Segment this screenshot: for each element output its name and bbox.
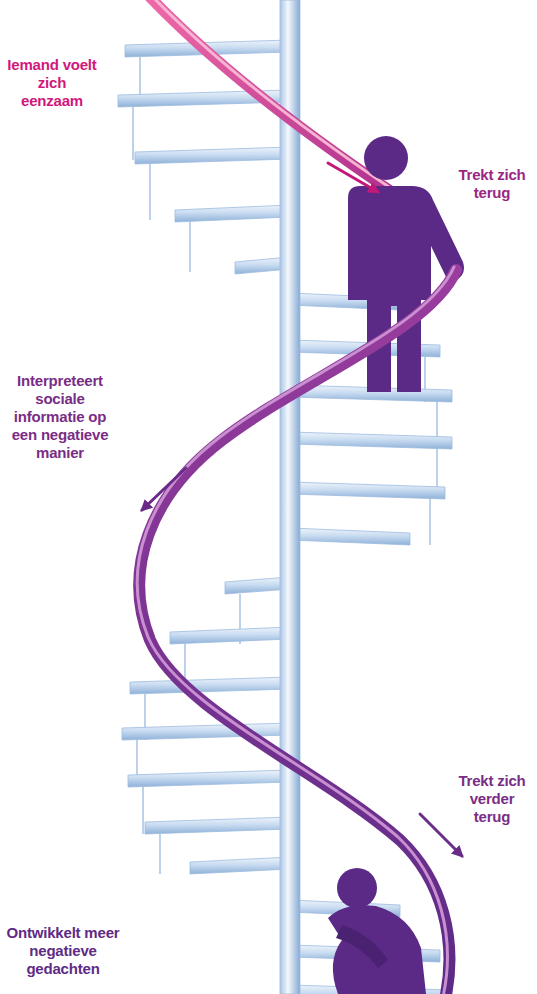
step-label: Interpreteert sociale informatie op een … xyxy=(2,372,118,462)
handrail-bottom xyxy=(139,270,456,994)
direction-arrows xyxy=(142,163,462,856)
handrail-top-highlight xyxy=(148,0,392,189)
step-label: Ontwikkelt meer negatieve gedachten xyxy=(2,924,124,978)
step-label: Trekt zich verder terug xyxy=(452,772,532,826)
handrail-bottom-highlight xyxy=(137,267,454,994)
step-label: Trekt zich terug xyxy=(452,166,532,202)
crouching-figure xyxy=(328,868,426,994)
center-pole xyxy=(280,0,300,994)
step-label: Iemand voelt zich eenzaam xyxy=(6,56,98,110)
